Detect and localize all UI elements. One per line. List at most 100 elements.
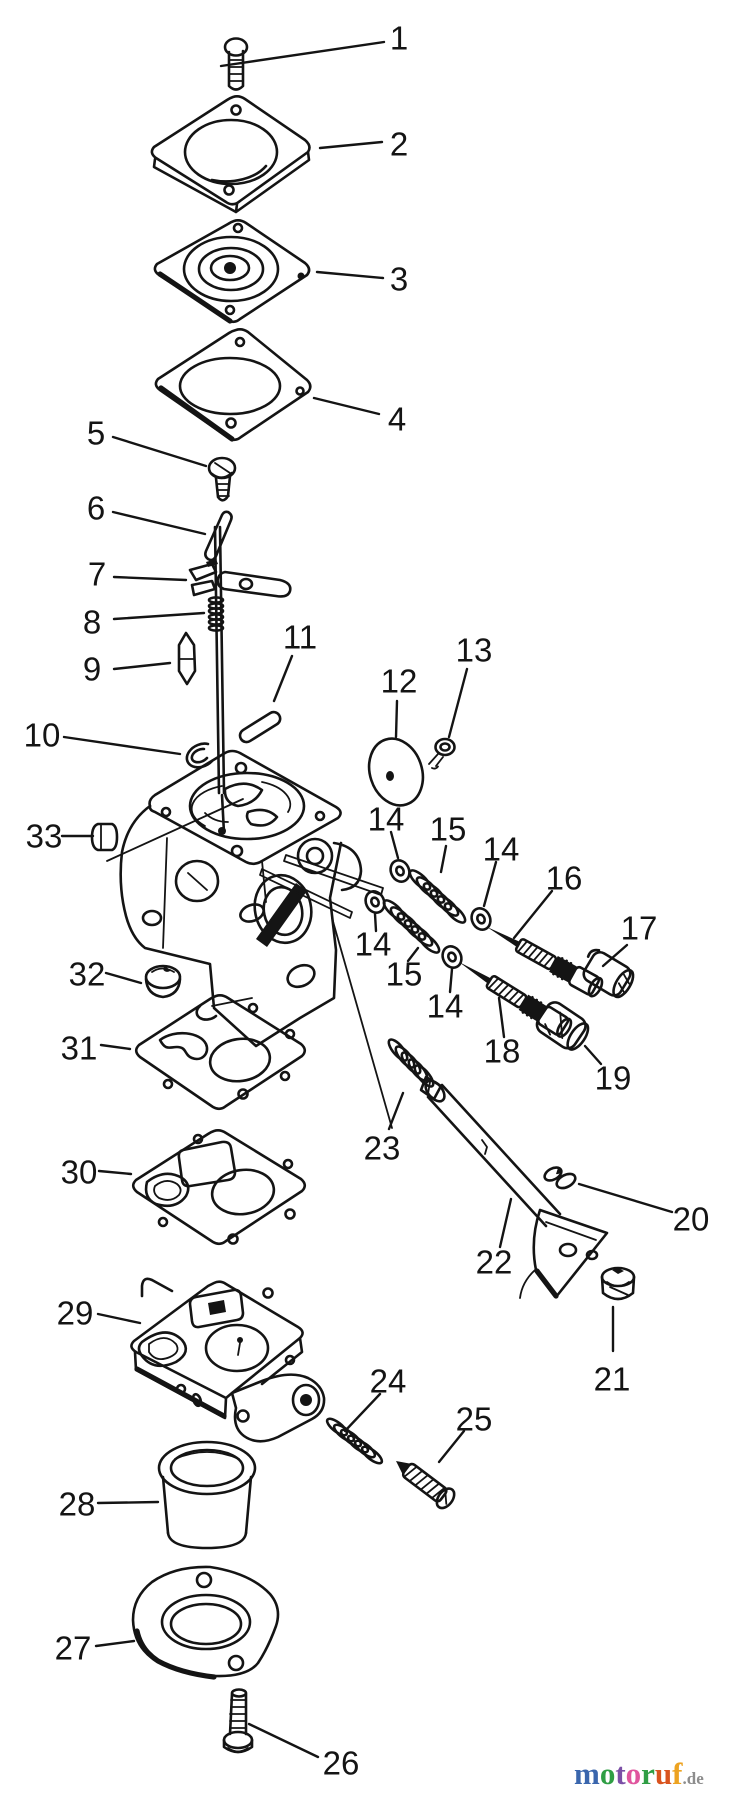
- logo-word: motoruf: [574, 1756, 683, 1791]
- part-label-19: 19: [595, 1060, 632, 1097]
- leader-line-part-4: [312, 396, 381, 416]
- leader-line-part-14: [389, 830, 400, 860]
- part-label-30: 30: [61, 1154, 98, 1191]
- pin-part-6: [204, 510, 233, 562]
- plug-part-33: [90, 822, 119, 852]
- gasket-part-4: [154, 328, 312, 442]
- leader-line-part-27: [94, 1639, 136, 1648]
- leader-line-part-3: [315, 270, 385, 280]
- pump-cover-part-2: [150, 95, 311, 214]
- throttle-shaft-part-22: [424, 1079, 609, 1299]
- logo-letter: u: [654, 1756, 673, 1791]
- part-label-15: 15: [386, 956, 423, 993]
- part-label-33: 33: [26, 818, 63, 855]
- part-label-17: 17: [621, 910, 658, 947]
- part-label-1: 1: [390, 20, 408, 57]
- part-label-24: 24: [370, 1363, 407, 1400]
- leader-line-part-29: [96, 1312, 142, 1325]
- leader-line-part-19: [583, 1044, 603, 1066]
- leader-line-part-23: [387, 1091, 405, 1131]
- part-label-10: 10: [24, 717, 61, 754]
- part-label-11: 11: [283, 619, 317, 656]
- part-label-23: 23: [364, 1130, 401, 1167]
- cup-part-28: [157, 1440, 257, 1550]
- part-label-27: 27: [55, 1630, 92, 1667]
- part-label-3: 3: [390, 261, 408, 298]
- nut-part-21: [600, 1266, 636, 1301]
- cap-part-19: [535, 1001, 590, 1051]
- logo-letter: m: [574, 1756, 600, 1791]
- leader-line-part-14: [448, 967, 454, 994]
- part-label-7: 7: [88, 556, 106, 593]
- cap-part-17: [582, 948, 635, 999]
- spring-part-23: [387, 1038, 443, 1101]
- logo-letter: f: [672, 1756, 683, 1791]
- screw-part-1: [223, 37, 249, 91]
- part-label-2: 2: [390, 126, 408, 163]
- part-label-22: 22: [476, 1244, 513, 1281]
- leader-line-part-32: [104, 971, 143, 985]
- motoruf-logo: motoruf.de: [574, 1756, 742, 1796]
- part-label-14: 14: [427, 988, 464, 1025]
- screw-part-13: [428, 737, 456, 770]
- part-label-25: 25: [456, 1401, 493, 1438]
- leader-line-part-8: [112, 611, 206, 621]
- screw-part-26: [222, 1688, 254, 1754]
- spring-part-24: [325, 1417, 384, 1465]
- metering-lever-part-7: [188, 559, 292, 598]
- leader-line-part-11: [272, 654, 294, 703]
- leader-line-part-6: [111, 510, 207, 536]
- flange-part-27: [131, 1565, 280, 1680]
- screw-part-5: [207, 456, 237, 502]
- leader-line-part-15: [406, 946, 420, 963]
- pin-part-11: [238, 710, 282, 744]
- needle-screw-part-18: [459, 962, 573, 1038]
- leader-line-part-22: [498, 1197, 513, 1249]
- leader-line-part-18: [497, 996, 506, 1039]
- logo-letter: o: [625, 1756, 642, 1791]
- part-label-15: 15: [430, 811, 467, 848]
- part-label-18: 18: [484, 1033, 521, 1070]
- leader-line-part-7: [112, 575, 188, 582]
- washer-part-14d: [441, 945, 463, 969]
- logo-letter: r: [641, 1756, 655, 1791]
- part-label-28: 28: [59, 1486, 96, 1523]
- diaphragm-part-3: [153, 219, 311, 324]
- part-label-26: 26: [323, 1745, 360, 1782]
- leader-line-part-20: [577, 1182, 674, 1214]
- clip-part-20: [543, 1166, 577, 1190]
- leader-line-part-15: [439, 844, 448, 874]
- leader-line-part-17: [601, 943, 629, 968]
- part-label-5: 5: [87, 415, 105, 452]
- part-label-14: 14: [355, 926, 392, 963]
- part-label-4: 4: [388, 401, 406, 438]
- pump-body-part-29: [130, 1277, 326, 1443]
- spring-part-15a: [408, 869, 467, 924]
- washer-part-14c: [364, 890, 386, 914]
- leader-line-part-25: [437, 1429, 466, 1464]
- part-label-8: 8: [83, 604, 101, 641]
- gasket-part-30: [131, 1129, 307, 1246]
- part-label-32: 32: [69, 956, 106, 993]
- leader-line-part-13: [447, 667, 469, 739]
- metering-needle-rod: [213, 525, 226, 835]
- leader-line-part-16: [512, 889, 554, 940]
- leader-line-part-5: [111, 435, 208, 468]
- part-label-20: 20: [673, 1201, 710, 1238]
- part-label-9: 9: [83, 651, 101, 688]
- disc-part-12: [367, 737, 425, 807]
- cup-part-32: [144, 964, 182, 999]
- inlet-needle-part-9: [177, 631, 197, 686]
- leader-line-part-24: [343, 1392, 382, 1433]
- logo-suffix: .de: [682, 1769, 704, 1788]
- part-label-14: 14: [368, 801, 405, 838]
- leader-line-part-2: [318, 140, 384, 150]
- part-label-6: 6: [87, 490, 105, 527]
- leader-line-part-1: [219, 40, 386, 68]
- leader-line-part-26: [247, 1722, 320, 1759]
- part-label-14: 14: [483, 831, 520, 868]
- leader-line-part-28: [96, 1500, 160, 1505]
